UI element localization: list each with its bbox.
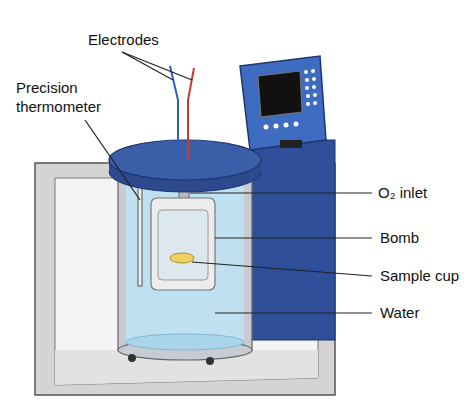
callout-label: Electrodes <box>88 30 208 49</box>
leader-line <box>85 120 140 200</box>
key <box>313 93 317 97</box>
leader-line <box>192 262 372 276</box>
control-panel <box>240 56 326 150</box>
callout-label: Bomb <box>380 228 472 247</box>
electrode-wire <box>170 66 178 160</box>
keypad <box>264 69 318 130</box>
key <box>312 77 316 81</box>
bomb-body <box>151 198 215 290</box>
bomb-interior <box>158 210 208 280</box>
callout-label: Water <box>380 303 472 322</box>
key <box>306 102 310 106</box>
electrode-wire <box>188 68 194 160</box>
key <box>274 124 279 129</box>
panel-stand <box>280 140 302 148</box>
water <box>126 182 244 342</box>
control-unit <box>240 56 335 340</box>
leader-line <box>122 52 173 80</box>
leader-line <box>122 52 192 80</box>
water-bottom <box>126 334 244 350</box>
key <box>306 94 310 98</box>
leader-line <box>215 237 372 238</box>
leader-line <box>215 312 372 313</box>
key <box>311 69 315 73</box>
vessel-foot <box>128 354 136 362</box>
display-screen <box>258 71 302 117</box>
lid <box>109 140 261 192</box>
key <box>305 86 309 90</box>
vessel-foot <box>206 357 214 365</box>
key <box>313 101 317 105</box>
leader-lines <box>85 52 372 313</box>
sample-cup <box>170 253 194 263</box>
key <box>305 78 309 82</box>
key <box>304 70 308 74</box>
key <box>284 123 289 128</box>
callout-label: O₂ inlet <box>378 183 472 202</box>
callout-label: Precision thermometer <box>16 78 120 116</box>
key <box>264 125 269 130</box>
control-body <box>250 140 335 340</box>
callout-label: Sample cup <box>380 266 474 285</box>
lid-top <box>109 140 261 180</box>
leader-line <box>190 192 372 193</box>
key <box>312 85 316 89</box>
key <box>294 122 299 127</box>
